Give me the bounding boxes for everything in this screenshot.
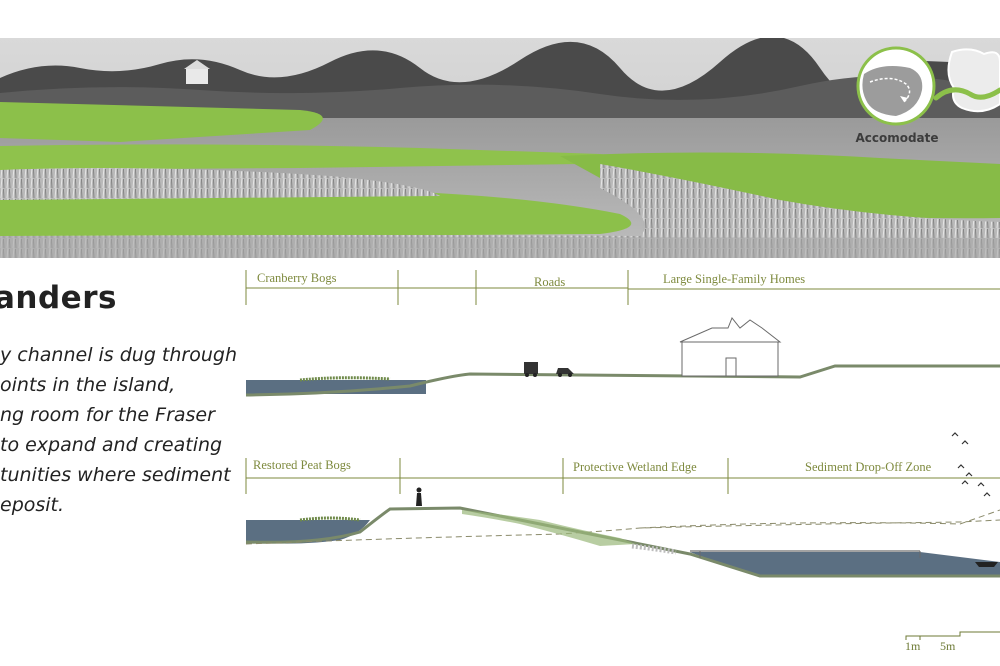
boat-icon — [975, 562, 998, 567]
bog-water — [246, 380, 426, 394]
description-line: to expand and creating — [0, 434, 223, 456]
description-text: y channel is dug through oints in the is… — [0, 340, 240, 520]
car-icon — [556, 368, 574, 377]
label-roads: Roads — [534, 275, 566, 289]
page-title: anders — [0, 280, 117, 316]
label-sediment-drop-off-zone: Sediment Drop-Off Zone — [805, 460, 932, 474]
description-line: y channel is dug through — [0, 344, 237, 366]
scale-bar — [905, 631, 1000, 640]
bottom-section-profile — [245, 506, 1000, 578]
description-line: ng room for the Fraser — [0, 404, 215, 426]
wetland-vegetation — [462, 510, 636, 546]
description-line: eposit. — [0, 494, 65, 516]
label-restored-peat-bogs: Restored Peat Bogs — [253, 458, 351, 472]
truck-icon — [524, 362, 538, 377]
channel-water — [690, 552, 1000, 576]
top-section-profile — [245, 364, 1000, 397]
scale-label-1m: 1m — [905, 639, 921, 653]
marsh-landscape-photo — [0, 38, 1000, 258]
cross-sections: Cranberry Bogs Roads Large Single-Family… — [0, 258, 1000, 666]
label-large-homes: Large Single-Family Homes — [663, 272, 806, 286]
description-line: tunities where sediment — [0, 464, 231, 486]
label-cranberry-bogs: Cranberry Bogs — [257, 271, 337, 285]
bottom-section-zone-lines — [245, 458, 1000, 494]
top-section-zone-lines — [245, 270, 1000, 305]
birds-icon — [951, 432, 991, 497]
description-line: oints in the island, — [0, 374, 176, 396]
house-icon — [679, 317, 782, 377]
label-protective-wetland-edge: Protective Wetland Edge — [573, 460, 697, 474]
accommodate-strategy-diagram — [852, 44, 1000, 154]
accommodate-label: Accomodate — [855, 131, 939, 145]
person-icon — [416, 487, 422, 506]
scale-label-5m: 5m — [940, 639, 956, 653]
